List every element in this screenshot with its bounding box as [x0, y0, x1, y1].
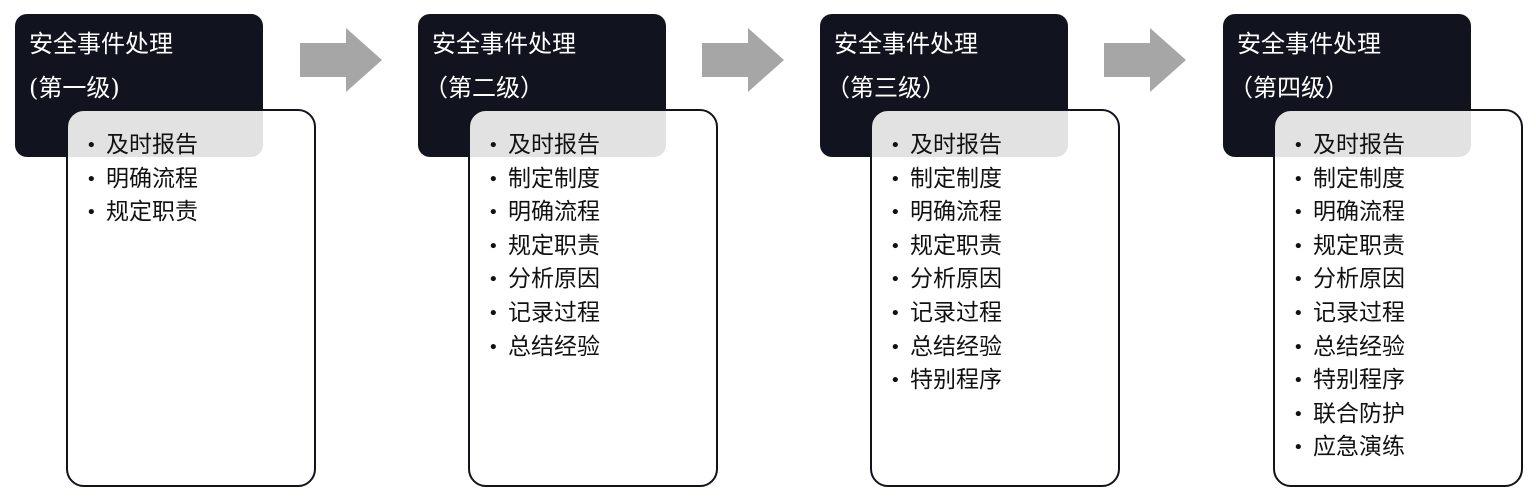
right-arrow-icon [702, 28, 784, 92]
stage-2-level: （第二级） [424, 74, 544, 102]
stage-4-item: 特别程序 [1293, 364, 1521, 398]
stage-4-item: 及时报告 [1293, 129, 1521, 163]
stage-1-list: 及时报告 明确流程 规定职责 [68, 111, 314, 230]
stage-4-list: 及时报告 制定制度 明确流程 规定职责 分析原因 记录过程 总结经验 特别程序 … [1275, 111, 1521, 465]
stage-2-item: 总结经验 [488, 331, 716, 365]
stage-4-item: 制定制度 [1293, 163, 1521, 197]
stage-4-item: 应急演练 [1293, 431, 1521, 465]
stage-3-level: （第三级） [826, 74, 946, 102]
right-arrow-icon [1104, 28, 1186, 92]
stage-3-title: 安全事件处理 [834, 30, 978, 58]
stage-4-card: 及时报告 制定制度 明确流程 规定职责 分析原因 记录过程 总结经验 特别程序 … [1273, 109, 1523, 487]
stage-3-header: 安全事件处理 （第三级） [820, 14, 1068, 157]
stage-3-item: 明确流程 [890, 196, 1118, 230]
stage-3-item: 总结经验 [890, 331, 1118, 365]
stage-3-list: 及时报告 制定制度 明确流程 规定职责 分析原因 记录过程 总结经验 特别程序 [872, 111, 1118, 398]
stage-3-item: 分析原因 [890, 263, 1118, 297]
stage-2-item: 制定制度 [488, 163, 716, 197]
stage-2-list: 及时报告 制定制度 明确流程 规定职责 分析原因 记录过程 总结经验 [470, 111, 716, 364]
stage-4-item: 总结经验 [1293, 331, 1521, 365]
stage-1-card: 及时报告 明确流程 规定职责 [66, 109, 316, 487]
stage-3-item: 特别程序 [890, 364, 1118, 398]
stage-2-item: 及时报告 [488, 129, 716, 163]
stage-4-item: 分析原因 [1293, 263, 1521, 297]
stage-2-item: 规定职责 [488, 230, 716, 264]
stage-4-item: 明确流程 [1293, 196, 1521, 230]
right-arrow-icon [300, 28, 382, 92]
stage-2-title: 安全事件处理 [432, 30, 576, 58]
stage-4-item: 记录过程 [1293, 297, 1521, 331]
stage-4-title: 安全事件处理 [1237, 30, 1381, 58]
stage-2-item: 分析原因 [488, 263, 716, 297]
stage-4-item: 规定职责 [1293, 230, 1521, 264]
stage-1-item: 明确流程 [86, 163, 314, 197]
stage-3-item: 规定职责 [890, 230, 1118, 264]
stage-3-item: 制定制度 [890, 163, 1118, 197]
stage-4-level: （第四级） [1229, 74, 1349, 102]
stage-4-item: 联合防护 [1293, 398, 1521, 432]
stage-2-card: 及时报告 制定制度 明确流程 规定职责 分析原因 记录过程 总结经验 [468, 109, 718, 487]
stage-2-item: 记录过程 [488, 297, 716, 331]
stage-1-level: (第一级) [29, 74, 120, 102]
stage-1-item: 规定职责 [86, 196, 314, 230]
stage-3-card: 及时报告 制定制度 明确流程 规定职责 分析原因 记录过程 总结经验 特别程序 [870, 109, 1120, 487]
stage-3-item: 记录过程 [890, 297, 1118, 331]
stage-2-item: 明确流程 [488, 196, 716, 230]
stage-3-item: 及时报告 [890, 129, 1118, 163]
stage-1-title: 安全事件处理 [29, 30, 173, 58]
stage-1-item: 及时报告 [86, 129, 314, 163]
